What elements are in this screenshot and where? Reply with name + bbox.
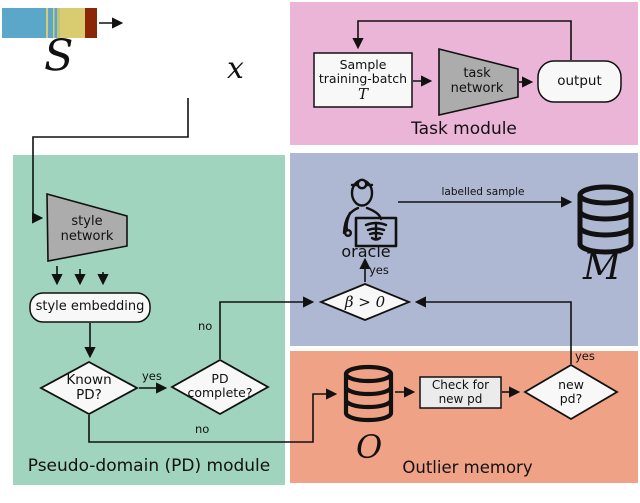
check-new-pd-box — [419, 376, 502, 409]
oracle-doctor-icon — [342, 178, 398, 248]
outlier-symbol-O: O — [356, 428, 383, 466]
sample-batch-box — [313, 52, 413, 108]
stream-segment — [48, 8, 53, 38]
beta-yes-label: yes — [369, 263, 389, 277]
check-new-pd-label: Check for new pd — [431, 378, 490, 406]
known-yes-label: yes — [142, 369, 162, 383]
output-label: output — [557, 72, 602, 89]
newpd-yes-label: yes — [575, 349, 595, 363]
style-embedding-node — [29, 292, 151, 323]
memory-database-icon — [577, 184, 634, 255]
oracle-label: oracle — [341, 242, 391, 262]
input-x-connector — [32, 98, 189, 224]
data-stream-bar — [2, 8, 97, 38]
newpd-yes-connector — [414, 296, 572, 364]
task-module-title: Task module — [411, 119, 517, 140]
stream-segment — [54, 8, 57, 38]
pdcomplete-no-connector — [219, 296, 315, 359]
stream-segment — [85, 8, 97, 38]
output-feedback-connector — [352, 20, 572, 60]
training-set-symbol-T: T — [357, 84, 368, 103]
stream-segment — [46, 8, 48, 38]
knownpd-no-connector — [88, 388, 338, 443]
stream-segment — [53, 8, 55, 38]
pd-complete-diamond — [170, 358, 270, 416]
labelled-sample-label: labelled sample — [441, 185, 525, 198]
pd-complete-label: PD complete? — [187, 371, 253, 400]
memory-symbol-M: M — [583, 245, 621, 288]
new-pd-label: new pd? — [558, 377, 584, 406]
known-pd-label: Known PD? — [66, 371, 112, 403]
stream-segment — [57, 8, 60, 38]
stream-symbol-S: S — [44, 31, 74, 81]
sample-batch-line1: Sample — [339, 56, 387, 72]
pd-module-title: Pseudo-domain (PD) module — [27, 456, 271, 477]
output-node — [537, 60, 622, 103]
known-pd-diamond — [39, 360, 139, 416]
sample-batch-line2: training-batch — [318, 70, 408, 86]
input-symbol-x: x — [227, 51, 244, 86]
style-embedding-label: style embedding — [35, 299, 145, 315]
complete-no-label: no — [198, 319, 213, 333]
beta-condition-label: β > 0 — [344, 292, 386, 311]
task-network-trapezoid — [438, 47, 519, 117]
task-network-label: task network — [450, 66, 504, 96]
outlier-database-icon — [343, 364, 394, 423]
beta-condition-diamond — [318, 283, 412, 321]
sample-batch-label: Sample training-batch T — [314, 53, 412, 107]
new-pd-diamond — [523, 363, 619, 421]
known-no-label: no — [195, 422, 210, 436]
stream-segment — [2, 8, 46, 38]
style-network-label: style network — [60, 214, 114, 244]
style-network-trapezoid — [46, 192, 128, 262]
outlier-module-title: Outlier memory — [402, 457, 533, 477]
stream-segment — [60, 8, 85, 38]
